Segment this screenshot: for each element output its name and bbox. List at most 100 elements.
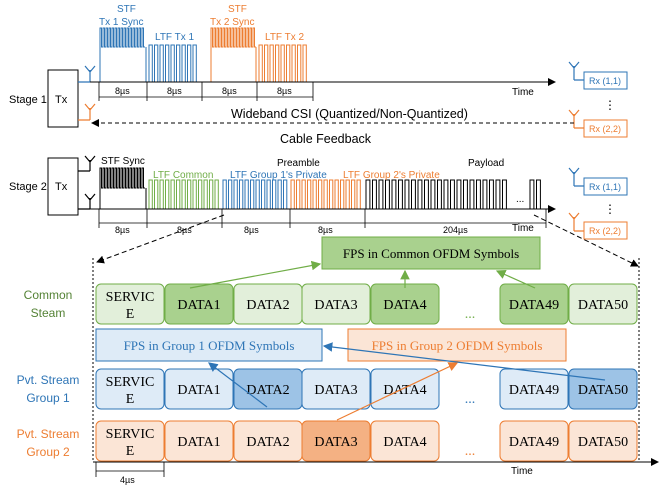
frame-detail: FPS in Common OFDM Symbols FPS in Group … (17, 236, 659, 485)
stage-2-ltf-group1-label: LTF Group 1's Private (230, 170, 327, 181)
stage-1-rx1-antenna-icon (568, 61, 584, 81)
stage-2-rx2-label: Rx (2,2) (589, 226, 621, 236)
stage-1-durations (98, 82, 314, 101)
stage-1-dur-2: 8µs (167, 86, 182, 96)
stage-2-rx-dots: ⋮ (604, 202, 616, 216)
stage-1-tx2-sync-label: Tx 2 Sync (210, 17, 254, 28)
row-group1-cell (301, 368, 371, 410)
stage-1-tx-antenna-orange-icon (78, 103, 96, 121)
fps-group1-box (95, 328, 323, 362)
stage-1-tx1-sync-label: Tx 1 Sync (99, 17, 143, 28)
stage-1-tx-box (47, 69, 79, 128)
stage-1-label: Stage 1: (9, 94, 50, 106)
s2-stf-edges (99, 188, 147, 209)
row-group1-cell (164, 368, 234, 410)
row-common-cell (164, 283, 234, 325)
arrow-group1-data2 (208, 362, 268, 408)
s2-common-wave (148, 179, 221, 210)
stage-1-rx1-label: Rx (1,1) (589, 76, 621, 86)
stage-1-ltf-tx2-label: LTF Tx 2 (265, 32, 305, 43)
fps-group2-label: FPS in Group 2 OFDM Symbols (372, 338, 543, 353)
fps-common-label: FPS in Common OFDM Symbols (343, 246, 519, 261)
stage-1-tx-label: Tx (55, 94, 68, 106)
stage-2-tx-antenna-black-2-icon (78, 193, 96, 210)
s2-g1-wave (222, 179, 289, 210)
stage-2-tx-box (47, 157, 79, 216)
row-group2-cell (568, 420, 638, 462)
row-common-cell-label: DATA4 (383, 298, 426, 313)
stage-1-dur-4: 8µs (277, 86, 292, 96)
arrow-group1-data50 (322, 342, 606, 381)
s2-g2-wave (290, 179, 363, 210)
stage-2-stf-pulses (99, 167, 147, 209)
stage-2-time-label: Time (512, 223, 534, 234)
row-group1-cell (568, 368, 638, 410)
stage-2-rx1-box (583, 177, 628, 196)
stage-2-tx-antenna-black-icon (78, 155, 96, 172)
stage-1-stf-tx1-pulses (99, 27, 147, 82)
fps-group1-label: FPS in Group 1 OFDM Symbols (124, 338, 295, 353)
stage-2-dur-1: 8µs (115, 225, 130, 235)
stage-2-preamble-label: Preamble (277, 158, 320, 169)
row-common-label-1: Common (24, 288, 73, 302)
row-common-cell (568, 283, 638, 325)
zoom-line-right (533, 214, 639, 267)
row-common-cell-label: DATA2 (246, 298, 289, 313)
s1-stf1-edges (99, 47, 147, 82)
row-group2-cell (95, 420, 165, 462)
stage-2-dur-5: 204µs (443, 225, 468, 235)
stage-1-rx2-antenna-icon (568, 109, 584, 129)
stage-1-rx1-box (583, 71, 628, 90)
row-group2-cell (164, 420, 234, 462)
stage-1-stf2-label: STF (228, 4, 247, 15)
row-group2-label-2: Group 2 (26, 445, 70, 459)
row-group1-cell-label: DATA3 (314, 383, 357, 398)
stage-2-ltf-common-pulses (148, 179, 221, 210)
stage-1-feedback-label: Wideband CSI (Quantized/Non-Quantized) (231, 107, 468, 121)
stage-2-dur-4: 8µs (318, 225, 333, 235)
stage-2-label: Stage 2: (9, 181, 50, 193)
stage-2-ellipsis: ... (516, 194, 524, 205)
row-group1-cell-label: DATA49 (509, 383, 559, 398)
zoom-line-left (96, 214, 225, 264)
row-common-cell (301, 283, 371, 325)
arrow-group2-data3 (336, 362, 459, 421)
row-group1-cell-label: DATA4 (383, 383, 426, 398)
row-group2-cell (301, 420, 371, 462)
row-group2-cell-label: DATA50 (578, 435, 628, 450)
row-common-cell-label: DATA1 (177, 298, 220, 313)
s1-stf2-wave (210, 27, 256, 48)
stage-1-rx2-label: Rx (2,2) (589, 124, 621, 134)
stage-1: Stage 1: Tx STF Tx 1 Sync LTF Tx 1 STF T… (9, 4, 628, 146)
stage-2-ltf-group2-label: LTF Group 2's Private (343, 170, 440, 181)
row-group1-cell-label: DATA50 (578, 383, 628, 398)
frame-duration-label: 4µs (120, 475, 135, 485)
row-group1-cell-label: DATA2 (246, 383, 289, 398)
stage-2-dur-3: 8µs (244, 225, 259, 235)
stage-1-dur-3: 8µs (222, 86, 237, 96)
stage-1-rx2-box (583, 119, 628, 138)
s1-ltf2-wave (258, 44, 309, 83)
s1-stf2-edges (210, 47, 257, 82)
row-group2-cell (499, 420, 569, 462)
row-group2-cell-label: DATA2 (246, 435, 289, 450)
stage-1-dur-1: 8µs (115, 86, 130, 96)
row-group2-ellipsis: ... (465, 444, 476, 459)
row-group2-cell (370, 420, 440, 462)
stage-2-rx1-label: Rx (1,1) (589, 182, 621, 192)
fps-group2-box (347, 328, 567, 362)
row-common-cell (95, 283, 165, 325)
s2-payload-wave (529, 179, 543, 210)
row-group1-label-2: Group 1 (26, 391, 70, 405)
row-common-cell (499, 283, 569, 325)
stage-1-ltf-tx1-label: LTF Tx 1 (155, 32, 195, 43)
row-common-cell-label: DATA3 (314, 298, 357, 313)
frame-duration-marker (95, 462, 165, 477)
stage-1-ltf-tx1-pulses (148, 44, 199, 83)
stage-2-ltf-common-label: LTF Common (153, 170, 213, 181)
row-group1-cell (95, 368, 165, 410)
